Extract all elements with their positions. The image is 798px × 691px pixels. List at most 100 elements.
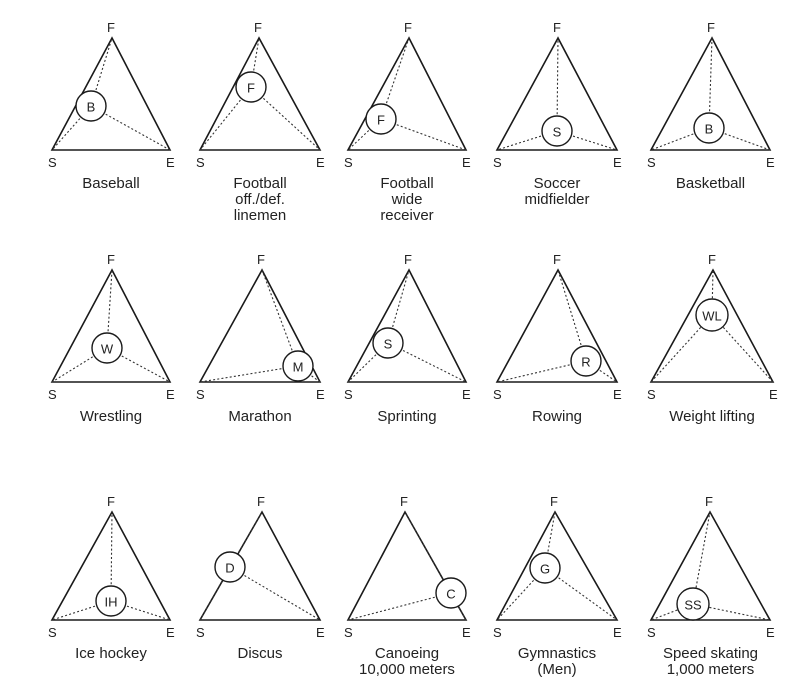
sport-marker — [214, 551, 246, 583]
vertex-label-e: E — [462, 625, 471, 640]
sport-caption-line: 1,000 meters — [667, 661, 755, 678]
sport-marker — [95, 585, 127, 617]
vertex-label-f: F — [553, 20, 561, 35]
vertex-label-e: E — [766, 155, 775, 170]
sport-marker — [541, 115, 573, 147]
vertex-label-s: S — [344, 155, 353, 170]
dotted-line-to-s — [496, 360, 587, 383]
sport-caption-line: Sprinting — [377, 408, 436, 425]
sport-caption-line: 10,000 meters — [359, 661, 455, 678]
sport-caption-line: Football — [380, 175, 433, 192]
sport-caption-line: Canoeing — [375, 645, 439, 662]
vertex-label-f: F — [257, 494, 265, 509]
sport-caption-line: Ice hockey — [75, 645, 147, 662]
vertex-label-f: F — [400, 494, 408, 509]
vertex-label-f: F — [707, 20, 715, 35]
vertex-label-e: E — [462, 387, 471, 402]
dotted-line-to-f — [404, 511, 452, 594]
dotted-line-to-f — [90, 37, 113, 107]
vertex-label-f: F — [257, 252, 265, 267]
vertex-label-e: E — [613, 155, 622, 170]
sport-marker — [235, 71, 267, 103]
sport-caption-line: Soccer — [534, 175, 581, 192]
dotted-line-to-s — [347, 592, 452, 621]
sport-code: SS — [684, 598, 702, 613]
triangle-outline — [649, 268, 775, 383]
vertex-label-s: S — [647, 387, 656, 402]
sport-code: B — [705, 122, 714, 137]
sport-caption-line: linemen — [234, 207, 287, 224]
sport-panel: G F S E Gymnastics(Men) — [493, 494, 622, 678]
triangle-outline — [649, 36, 772, 151]
sport-marker — [372, 327, 404, 359]
sport-code: S — [384, 337, 393, 352]
vertex-label-e: E — [613, 387, 622, 402]
triangle-outline — [198, 36, 322, 151]
vertex-label-f: F — [404, 252, 412, 267]
vertex-label-f: F — [550, 494, 558, 509]
vertex-label-s: S — [493, 625, 502, 640]
triangle-outline — [50, 510, 172, 621]
sport-code: S — [553, 125, 562, 140]
sport-caption-line: Speed skating — [663, 645, 758, 662]
vertex-label-e: E — [613, 625, 622, 640]
sport-code: B — [87, 100, 96, 115]
triangle-outline — [346, 36, 468, 151]
dotted-line-to-e — [229, 566, 321, 621]
sport-marker — [282, 350, 314, 382]
sport-code: IH — [105, 595, 118, 610]
sport-panel: S F S E Sprinting — [344, 252, 471, 425]
vertex-label-s: S — [344, 387, 353, 402]
triangle-outline — [495, 510, 619, 621]
vertex-label-e: E — [316, 387, 325, 402]
sport-caption-line: Weight lifting — [669, 408, 755, 425]
dotted-line-to-s — [650, 603, 694, 621]
vertex-label-f: F — [107, 20, 115, 35]
vertex-label-s: S — [344, 625, 353, 640]
vertex-label-s: S — [196, 155, 205, 170]
dotted-line-to-f — [556, 37, 559, 132]
vertex-label-e: E — [166, 155, 175, 170]
vertex-label-s: S — [196, 387, 205, 402]
vertex-label-e: E — [316, 625, 325, 640]
triangle-outline — [50, 268, 172, 383]
triangle-outline — [495, 268, 619, 383]
dotted-line-to-f — [711, 269, 714, 316]
dotted-line-to-e — [250, 86, 321, 151]
dotted-line-to-s — [347, 118, 382, 151]
sport-code: C — [446, 587, 455, 602]
sport-caption-line: Gymnastics — [518, 645, 596, 662]
sport-code: F — [247, 81, 255, 96]
vertex-label-f: F — [705, 494, 713, 509]
sport-code: G — [540, 562, 550, 577]
sport-caption-line: (Men) — [537, 661, 576, 678]
sport-code: R — [581, 355, 590, 370]
sport-marker — [365, 103, 397, 135]
vertex-label-e: E — [769, 387, 778, 402]
dotted-line-to-f — [692, 511, 711, 605]
dotted-line-to-f — [261, 269, 299, 367]
vertex-label-f: F — [254, 20, 262, 35]
triangle-outline — [495, 36, 619, 151]
sport-caption-line: Football — [233, 175, 286, 192]
vertex-label-s: S — [48, 387, 57, 402]
sport-caption-line: Rowing — [532, 408, 582, 425]
vertex-label-s: S — [48, 155, 57, 170]
sport-marker — [91, 332, 123, 364]
vertex-label-s: S — [493, 387, 502, 402]
vertex-label-e: E — [166, 387, 175, 402]
triangle-outline — [649, 510, 772, 621]
sport-code: F — [377, 113, 385, 128]
sport-caption-line: Marathon — [228, 408, 291, 425]
